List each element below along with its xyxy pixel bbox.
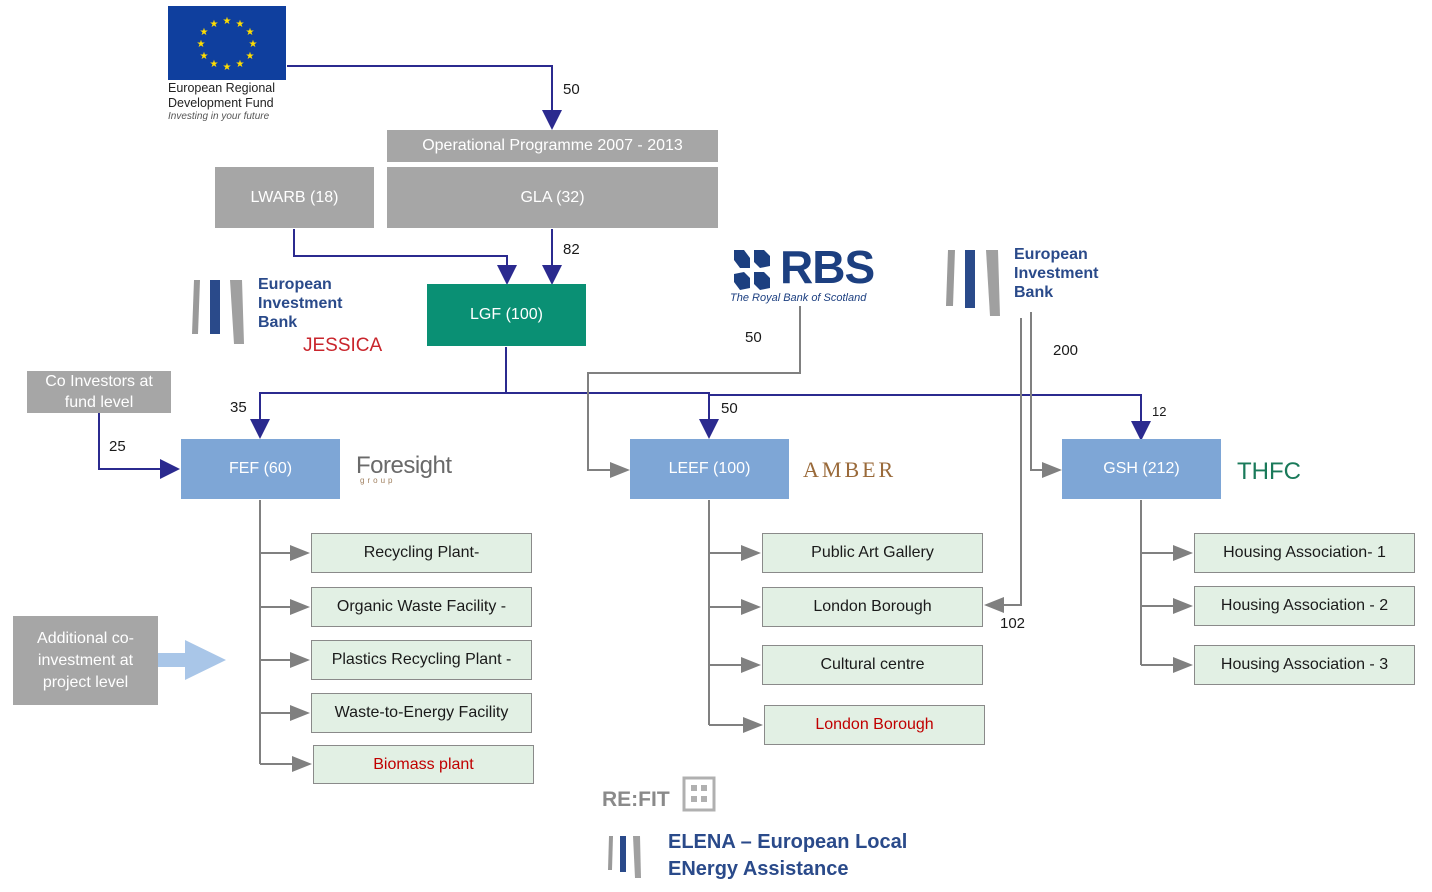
flow-value-fef-in: 35 bbox=[230, 399, 247, 416]
eib-line3: Bank bbox=[1014, 284, 1054, 301]
eib-jessica-line2: Investment bbox=[258, 295, 343, 312]
eib-line1: European bbox=[1014, 246, 1088, 263]
eib-bars-icon bbox=[946, 250, 1000, 316]
eib-bars-icon bbox=[608, 836, 641, 878]
rbs-logo: RBS The Royal Bank of Scotland bbox=[728, 241, 878, 308]
refit-name: RE:FIT bbox=[602, 788, 670, 811]
svg-text:★: ★ bbox=[246, 27, 255, 38]
eib-jessica-line3: Bank bbox=[258, 314, 298, 331]
foresight-logo: Foresight group bbox=[356, 452, 466, 486]
svg-text:★: ★ bbox=[223, 62, 232, 73]
svg-text:★: ★ bbox=[210, 19, 219, 30]
co-investors-box: Co Investors at fund level bbox=[27, 371, 171, 413]
lgf-box: LGF (100) bbox=[427, 284, 586, 346]
erdf-line1: European Regional bbox=[168, 81, 276, 95]
fef-project-4: Waste-to-Energy Facility bbox=[311, 693, 532, 733]
fef-project-2: Organic Waste Facility - bbox=[311, 587, 532, 627]
elena-logo: ELENA – European Local ENergy Assistance bbox=[606, 828, 916, 888]
foresight-name: Foresight bbox=[356, 452, 452, 479]
eib-jessica-logo: European Investment Bank JESSICA bbox=[190, 272, 383, 362]
fef-project-1: Recycling Plant- bbox=[311, 533, 532, 573]
eu-flag-icon: ★★★★ ★★★★ ★★★★ bbox=[168, 6, 286, 80]
additional-co-investment-box: Additional co-investment at project leve… bbox=[13, 616, 158, 705]
gsh-box: GSH (212) bbox=[1062, 439, 1221, 499]
leef-project-4: London Borough bbox=[764, 705, 985, 745]
coinvestors-to-fef-arrow bbox=[98, 413, 180, 479]
eib-line2: Investment bbox=[1014, 265, 1099, 282]
svg-text:★: ★ bbox=[236, 19, 245, 30]
svg-text:★: ★ bbox=[200, 51, 209, 62]
fef-project-5: Biomass plant bbox=[313, 745, 534, 784]
gsh-project-2: Housing Association - 2 bbox=[1194, 586, 1415, 626]
erdf-logo: ★★★★ ★★★★ ★★★★ European Regional Develop… bbox=[168, 6, 288, 124]
lwarb-to-lgf-arrow bbox=[293, 229, 517, 285]
jessica-label: JESSICA bbox=[303, 335, 383, 356]
flow-value-gsh-in: 12 bbox=[1152, 404, 1167, 419]
gsh-project-1: Housing Association- 1 bbox=[1194, 533, 1415, 573]
gsh-project-3: Housing Association - 3 bbox=[1194, 645, 1415, 685]
gla-box: GLA (32) bbox=[387, 167, 718, 228]
lgf-to-fef-arrow bbox=[250, 347, 507, 439]
svg-text:★: ★ bbox=[197, 39, 206, 50]
svg-text:★: ★ bbox=[249, 39, 258, 50]
lwarb-box: LWARB (18) bbox=[215, 167, 374, 228]
elena-line2: ENergy Assistance bbox=[668, 858, 849, 880]
flow-value-eib-london-borough: 102 bbox=[1000, 615, 1026, 632]
svg-text:★: ★ bbox=[246, 51, 255, 62]
svg-text:★: ★ bbox=[200, 27, 209, 38]
additional-block-arrow bbox=[158, 640, 226, 680]
fef-box: FEF (60) bbox=[181, 439, 340, 499]
flow-value-rbs: 50 bbox=[745, 329, 762, 346]
erdf-to-op-arrow bbox=[287, 65, 562, 130]
eib-bars-icon bbox=[192, 280, 244, 344]
eib-to-london-borough-arrow bbox=[984, 318, 1022, 613]
building-icon bbox=[682, 776, 716, 812]
flow-value-co-investors: 25 bbox=[109, 438, 126, 455]
svg-text:★: ★ bbox=[210, 59, 219, 70]
erdf-tagline: Investing in your future bbox=[168, 111, 270, 122]
fef-project-3: Plastics Recycling Plant - bbox=[311, 640, 532, 680]
flow-value-leef-in: 50 bbox=[721, 400, 738, 417]
leef-project-2: London Borough bbox=[762, 587, 983, 627]
leef-box: LEEF (100) bbox=[630, 439, 789, 499]
amber-logo: AMBER bbox=[803, 457, 897, 482]
rbs-sub: The Royal Bank of Scotland bbox=[730, 292, 867, 304]
lgf-to-gsh-arrow bbox=[709, 394, 1151, 441]
erdf-line2: Development Fund bbox=[168, 96, 274, 110]
foresight-sub: group bbox=[360, 476, 396, 485]
leef-project-3: Cultural centre bbox=[762, 645, 983, 685]
elena-line1: ELENA – European Local bbox=[668, 831, 908, 853]
leef-project-1: Public Art Gallery bbox=[762, 533, 983, 573]
operational-programme-box: Operational Programme 2007 - 2013 bbox=[387, 130, 718, 162]
flow-value-lgf-in: 82 bbox=[563, 241, 580, 258]
eib-to-gsh-arrow bbox=[1030, 312, 1062, 478]
flow-value-eib: 200 bbox=[1053, 342, 1079, 359]
svg-text:★: ★ bbox=[236, 59, 245, 70]
refit-logo: RE:FIT bbox=[602, 772, 722, 820]
rbs-daisy-icon bbox=[734, 250, 770, 290]
rbs-to-leef-arrow bbox=[587, 306, 801, 478]
eib-logo: European Investment Bank bbox=[944, 246, 1114, 318]
svg-text:★: ★ bbox=[223, 16, 232, 27]
eib-jessica-line1: European bbox=[258, 276, 332, 293]
rbs-name: RBS bbox=[780, 241, 875, 293]
lgf-to-leef-arrow bbox=[506, 392, 719, 439]
flow-value-erdf: 50 bbox=[563, 81, 580, 98]
thfc-logo: THFC bbox=[1237, 458, 1301, 485]
